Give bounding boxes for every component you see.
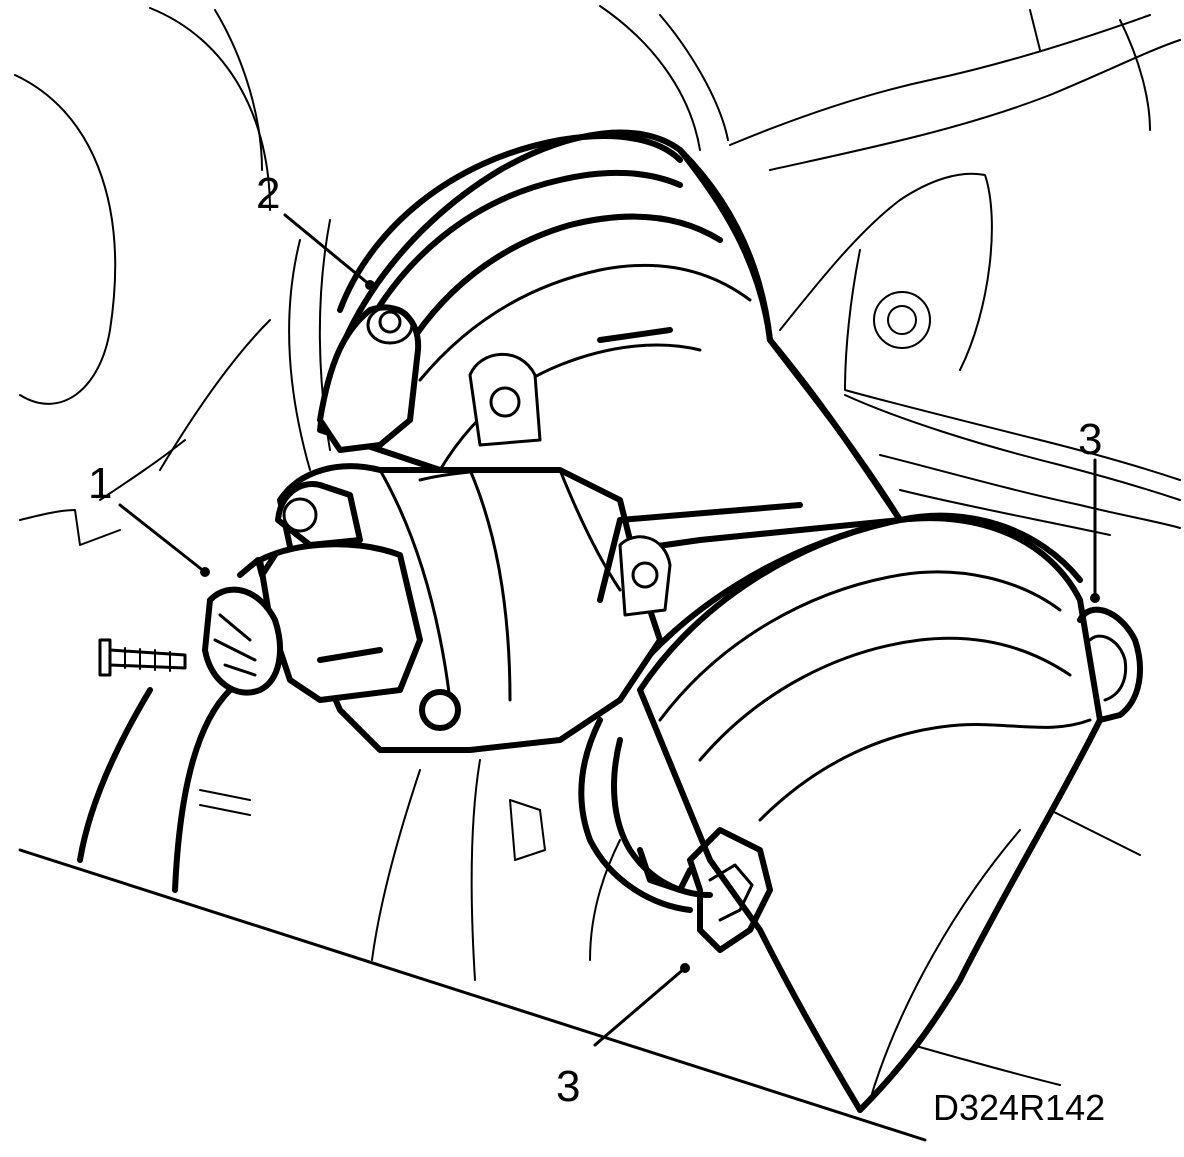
ground-line <box>18 848 927 1142</box>
sensor-boss <box>275 481 461 731</box>
callout-label-3-right: 3 <box>1078 415 1103 464</box>
intake-duct-upper <box>317 129 903 563</box>
hose-clamp-bottom <box>578 717 773 953</box>
background-outlines <box>14 5 1181 1086</box>
screw <box>98 638 187 677</box>
leader-lines <box>118 213 1100 1047</box>
callout-label-2: 2 <box>256 169 281 218</box>
figure-code: D324R142 <box>933 1087 1106 1128</box>
intake-duct-lower <box>617 512 1103 1113</box>
callout-label-1: 1 <box>88 459 113 508</box>
callout-label-3-bottom: 3 <box>556 1062 581 1111</box>
hose-clamp-right <box>1077 606 1143 723</box>
electrical-connector <box>77 541 423 893</box>
upper-sensor-part <box>317 304 422 453</box>
